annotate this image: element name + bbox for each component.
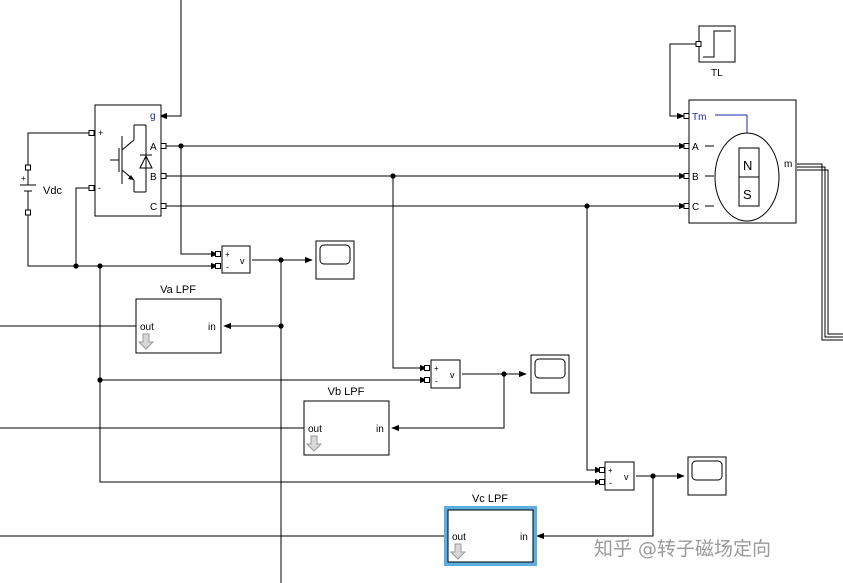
inverter-minus-wire[interactable] [75,187,91,266]
vdc-minus-wire[interactable] [27,212,76,267]
scope-icon [691,460,723,481]
svg-text:out: out [140,322,154,333]
scope-a-block[interactable] [315,240,355,280]
tl-step-block[interactable]: TL [695,25,736,79]
lpf-b-block[interactable]: Vb LPF out in [303,386,390,456]
vmeas-b-block[interactable]: + - v [424,359,461,389]
lpf-c-title: Vc LPF [472,493,508,505]
svg-text:-: - [226,262,229,272]
vc-lpf-in-wire[interactable] [536,476,654,540]
down-arrow-icon [137,333,155,350]
inverter-port-c: C [150,202,157,213]
pmsm-port-a: A [692,142,699,153]
m-bus-wire-3[interactable] [797,169,843,335]
vdc-source[interactable]: + Vdc [20,164,62,216]
inverter-port-b: B [150,172,157,183]
gate-signal-wire[interactable] [159,0,182,120]
vmeas-c-block[interactable]: + - v [599,461,635,491]
step-icon [703,30,731,58]
svg-text:in: in [208,322,216,333]
lpf-a-title: Va LPF [160,284,196,296]
m-bus-wire-1[interactable] [797,163,843,341]
vdc-label: Vdc [43,185,62,197]
neg-bus-c-wire[interactable] [99,266,603,486]
pmsm-port-tm: Tm [692,112,706,123]
tap-a-wire[interactable] [180,146,219,258]
tap-b-wire[interactable] [392,176,428,372]
pmsm-port-b: B [692,172,699,183]
tl-wire[interactable] [669,43,698,120]
lpf-b-title: Vb LPF [328,386,365,398]
svg-text:+: + [608,466,613,475]
svg-text:v: v [624,472,629,482]
svg-text:-: - [609,478,612,488]
pmsm-block[interactable]: Tm A B C m N S [683,99,797,224]
vb-lpf-in-wire[interactable] [391,374,505,432]
vdc-plus-sign: + [21,174,26,183]
svg-text:out: out [308,424,322,435]
down-arrow-icon [449,543,467,560]
scope-icon [319,244,351,265]
tap-c-wire[interactable] [586,206,603,474]
inverter-port-a: A [150,142,157,153]
inverter-port-g: g [150,111,156,122]
scope-icon [534,358,566,379]
pmsm-port-c: C [692,202,699,213]
igbt-icon [110,124,153,193]
tm-internal-line [715,114,748,135]
watermark: 知乎 @转子磁场定向 [594,538,771,560]
scope-c-block[interactable] [687,456,727,496]
svg-text:v: v [240,256,245,266]
magnet-s: S [743,187,752,202]
vdc-plus-wire[interactable] [27,132,91,168]
lpf-c-block[interactable]: Vc LPF out in [444,493,537,566]
selection-highlight [444,506,537,566]
junctions [73,143,656,479]
svg-text:-: - [435,376,438,386]
svg-text:+: + [434,364,439,373]
m-bus-wire-2[interactable] [797,166,843,338]
svg-text:+: + [225,250,230,259]
down-arrow-icon [305,435,323,452]
scope-b-block[interactable] [530,354,570,394]
magnet-n: N [743,158,752,173]
inverter-block[interactable]: + - g A B C [88,104,167,217]
pmsm-port-m: m [784,159,792,170]
svg-text:out: out [452,532,466,543]
tl-label: TL [711,68,723,79]
svg-text:v: v [450,370,455,380]
inverter-port-plus: + [98,128,103,138]
svg-text:in: in [520,532,528,543]
svg-text:in: in [376,424,384,435]
lpf-a-block[interactable]: Va LPF out in [135,284,222,354]
inverter-port-minus: - [98,183,101,193]
vmeas-a-block[interactable]: + - v [215,245,251,274]
